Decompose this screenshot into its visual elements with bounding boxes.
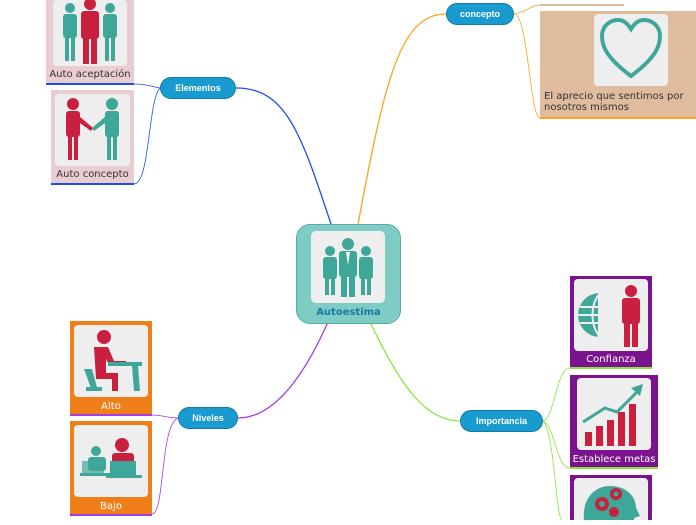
three-people-icon	[63, 0, 117, 64]
card-auto-aceptacion[interactable]: Auto aceptación	[46, 0, 134, 84]
card-establece-metas-underline	[570, 467, 658, 469]
card-importancia-third-pic	[574, 478, 648, 520]
card-establece-metas-label: Establece metas	[572, 454, 656, 465]
card-bajo-label: Bajo	[100, 501, 122, 512]
card-concepto-pic	[594, 14, 668, 86]
branch-elementos[interactable]: Elementos	[160, 77, 236, 99]
card-alto-pic	[74, 325, 148, 397]
branch-importancia[interactable]: Importancia	[460, 410, 543, 432]
people-at-computers-icon	[80, 438, 142, 478]
growth-chart-icon	[582, 384, 643, 446]
link-center-importancia	[369, 321, 461, 422]
card-auto-aceptacion-label: Auto aceptación	[49, 69, 131, 80]
card-concepto-definition[interactable]: El aprecio que sentimos por nosotros mis…	[540, 11, 696, 117]
handshake-icon	[66, 98, 119, 160]
card-confianza-pic	[574, 279, 648, 351]
card-alto[interactable]: Alto	[70, 321, 152, 414]
card-auto-concepto[interactable]: Auto concepto	[51, 90, 134, 184]
card-auto-aceptacion-underline	[46, 83, 134, 85]
card-bajo-pic	[74, 425, 148, 497]
link-elementos-aceptacion	[133, 83, 161, 89]
head-gears-icon	[583, 486, 640, 520]
card-importancia-third[interactable]	[570, 475, 652, 520]
card-auto-concepto-label: Auto concepto	[56, 169, 129, 180]
heart-icon	[599, 17, 663, 79]
link-center-elementos	[235, 87, 332, 225]
card-confianza-underline	[570, 367, 652, 369]
card-concepto-underline	[540, 117, 696, 119]
person-at-desk-icon	[84, 330, 142, 391]
card-establece-metas-pic	[577, 378, 651, 450]
card-concepto-top-underline	[540, 4, 624, 6]
card-concepto-text: El aprecio que sentimos por nosotros mis…	[544, 91, 684, 113]
link-center-niveles	[237, 321, 329, 419]
globe-person-icon	[578, 279, 640, 351]
link-niveles-alto	[151, 414, 179, 419]
link-niveles-bajo	[151, 417, 179, 515]
link-concepto-top	[513, 4, 541, 15]
card-confianza-label: Confianza	[586, 354, 636, 365]
card-establece-metas[interactable]: Establece metas	[570, 375, 658, 468]
link-importancia-confianza	[542, 367, 571, 422]
card-confianza[interactable]: Confianza	[570, 276, 652, 368]
central-icon-box	[311, 231, 385, 303]
card-alto-underline	[70, 414, 152, 416]
link-importancia-metas	[542, 420, 571, 469]
card-bajo[interactable]: Bajo	[70, 421, 152, 514]
link-concepto-def	[513, 13, 541, 119]
central-node[interactable]: Autoestima	[296, 224, 401, 324]
card-alto-label: Alto	[101, 401, 121, 412]
link-center-concepto	[357, 13, 447, 225]
branch-concepto[interactable]: concepto	[446, 3, 514, 25]
link-elementos-concepto	[133, 87, 161, 185]
central-label: Autoestima	[316, 307, 381, 318]
branch-niveles[interactable]: Niveles	[178, 407, 238, 429]
card-auto-aceptacion-pic	[53, 0, 127, 66]
card-auto-concepto-underline	[51, 183, 134, 185]
group-people-icon	[323, 238, 373, 297]
card-bajo-underline	[70, 514, 152, 516]
link-importancia-third	[542, 420, 563, 520]
card-auto-concepto-pic	[55, 94, 130, 166]
